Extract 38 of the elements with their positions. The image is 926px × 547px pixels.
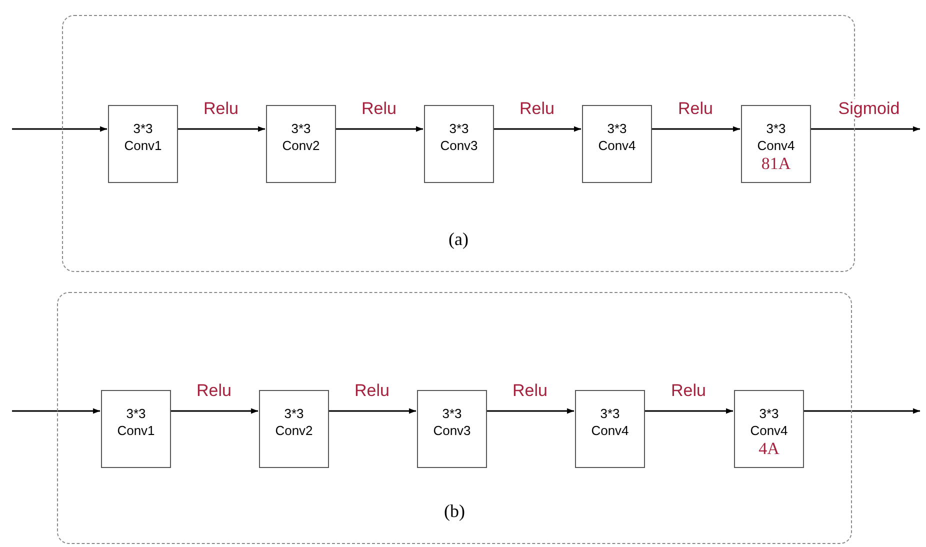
arrow [651, 126, 740, 132]
layer-label: 3*3 Conv3 [432, 405, 472, 439]
conv-layer-box [741, 105, 811, 183]
conv-layer-box [101, 390, 171, 468]
arrow [335, 126, 423, 132]
panel-caption: (a) [448, 228, 470, 251]
arrow [810, 126, 920, 132]
layer-label: 3*3 Conv1 [123, 120, 163, 154]
conv-layer-box [266, 105, 336, 183]
layer-label: 3*3 Conv2 [274, 405, 314, 439]
arrow [170, 408, 258, 414]
conv-layer-box [734, 390, 804, 468]
arrow [12, 126, 107, 132]
arrow [803, 408, 920, 414]
arrow [493, 126, 581, 132]
layer-label: 3*3 Conv4 [597, 120, 637, 154]
arrow [328, 408, 416, 414]
conv-layer-box [417, 390, 487, 468]
conv-layer-box [582, 105, 652, 183]
layer-label: 3*3 Conv4 [590, 405, 630, 439]
edge-label: Sigmoid [836, 99, 902, 119]
arrow [12, 408, 100, 414]
arrow [644, 408, 733, 414]
channel-count: 81A [761, 154, 791, 174]
arrow [486, 408, 574, 414]
conv-layer-box [424, 105, 494, 183]
channel-count: 4A [758, 439, 780, 459]
layer-label: 3*3 Conv4 [756, 120, 796, 154]
arrow [177, 126, 265, 132]
layer-label: 3*3 Conv4 [749, 405, 789, 439]
layer-label: 3*3 Conv3 [439, 120, 479, 154]
conv-layer-box [108, 105, 178, 183]
conv-layer-box [259, 390, 329, 468]
panel-caption: (b) [443, 500, 466, 523]
conv-layer-box [575, 390, 645, 468]
dashed-panel [57, 292, 852, 544]
layer-label: 3*3 Conv2 [281, 120, 321, 154]
layer-label: 3*3 Conv1 [116, 405, 156, 439]
